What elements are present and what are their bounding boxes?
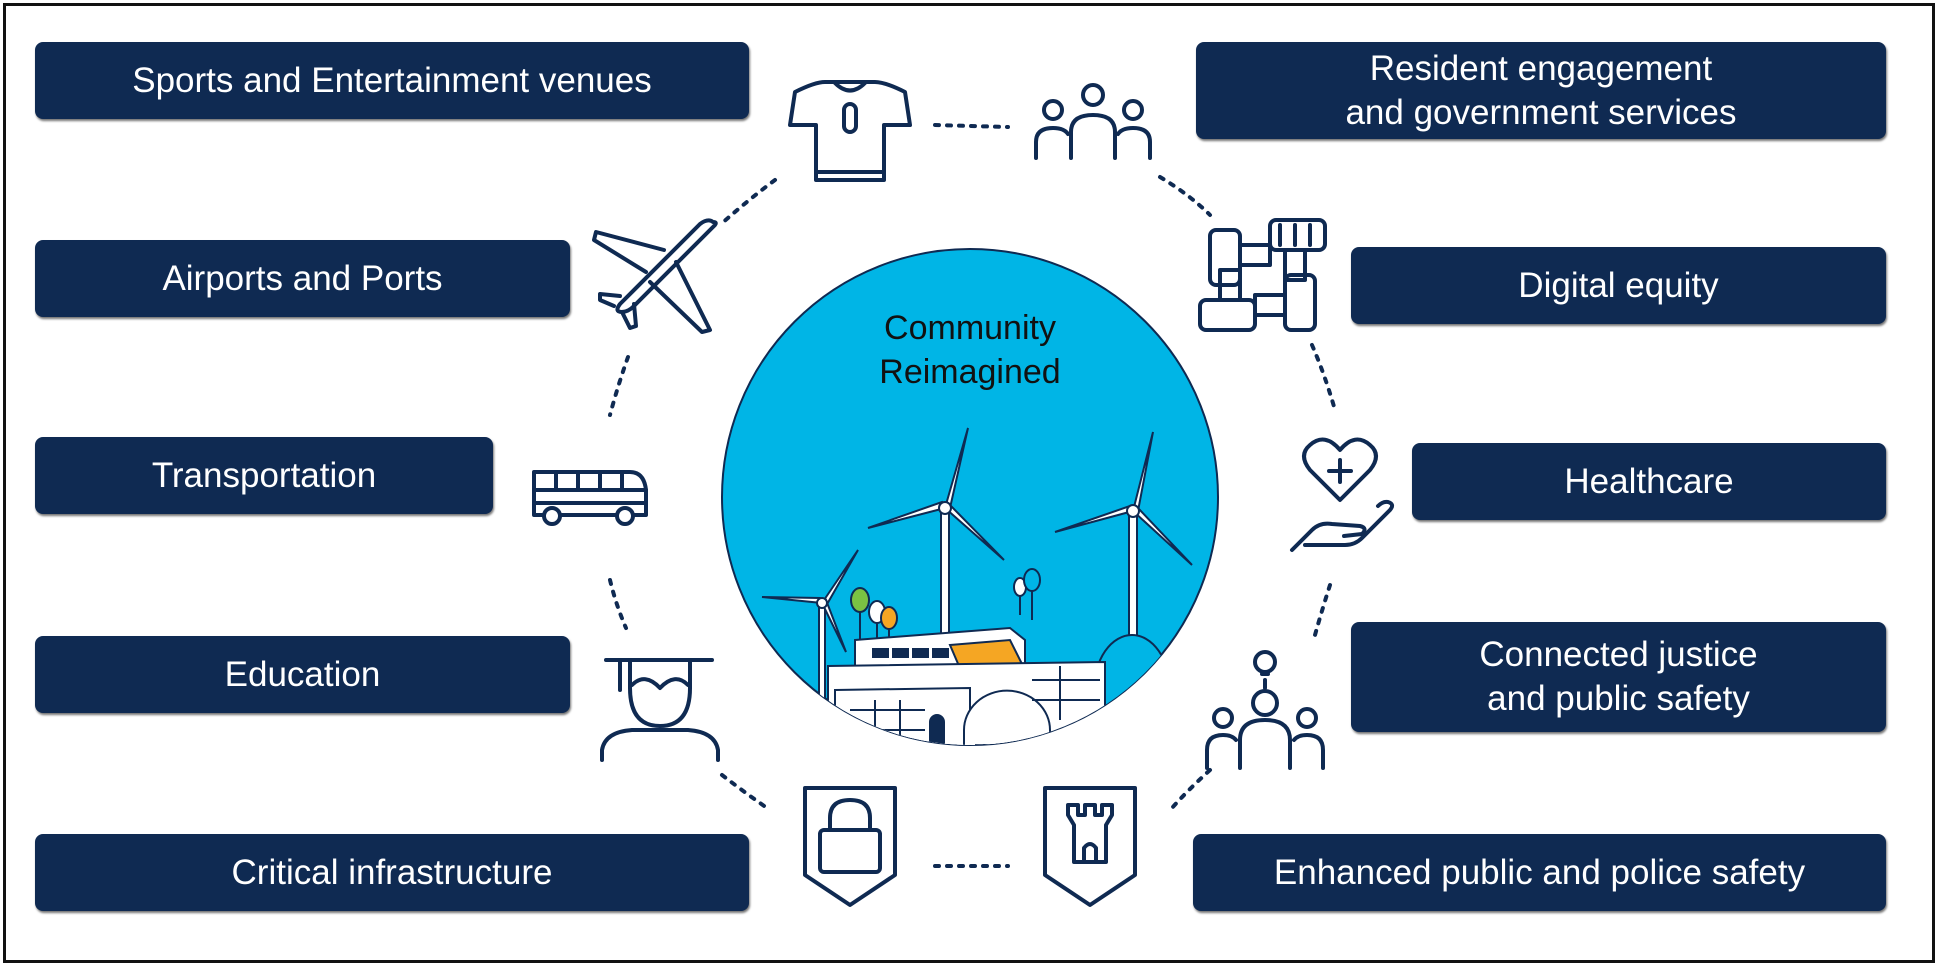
diagram-frame	[3, 3, 1935, 963]
wind-turbine-icon	[867, 427, 1005, 661]
airplane-icon	[592, 218, 718, 334]
graduate-icon	[600, 658, 720, 762]
jersey-icon	[788, 80, 912, 182]
label-digital-equity: Digital equity	[1351, 247, 1886, 324]
label-education: Education	[35, 636, 570, 713]
center-title: Community Reimagined	[879, 309, 1061, 391]
label-airports-ports: Airports and Ports	[35, 240, 570, 317]
label-sports-entertainment: Sports and Entertainment venues	[35, 42, 749, 119]
label-transportation: Transportation	[35, 437, 493, 514]
lock-shield-icon	[803, 786, 897, 907]
heart-hand-icon	[1290, 437, 1395, 552]
label-enhanced-safety: Enhanced public and police safety	[1193, 834, 1886, 911]
label-connected-justice: Connected justice and public safety	[1351, 622, 1886, 732]
connector-lines	[608, 123, 1337, 868]
joined-hands-icon	[1198, 218, 1327, 332]
tree-icon	[850, 568, 1041, 650]
label-healthcare: Healthcare	[1412, 443, 1886, 520]
label-resident-engagement: Resident engagement and government servi…	[1196, 42, 1886, 139]
people-group-icon	[1034, 83, 1152, 160]
bus-icon	[532, 470, 648, 526]
label-critical-infrastructure: Critical infrastructure	[35, 834, 749, 911]
tower-shield-icon	[1043, 786, 1137, 907]
idea-people-icon	[1205, 650, 1325, 770]
